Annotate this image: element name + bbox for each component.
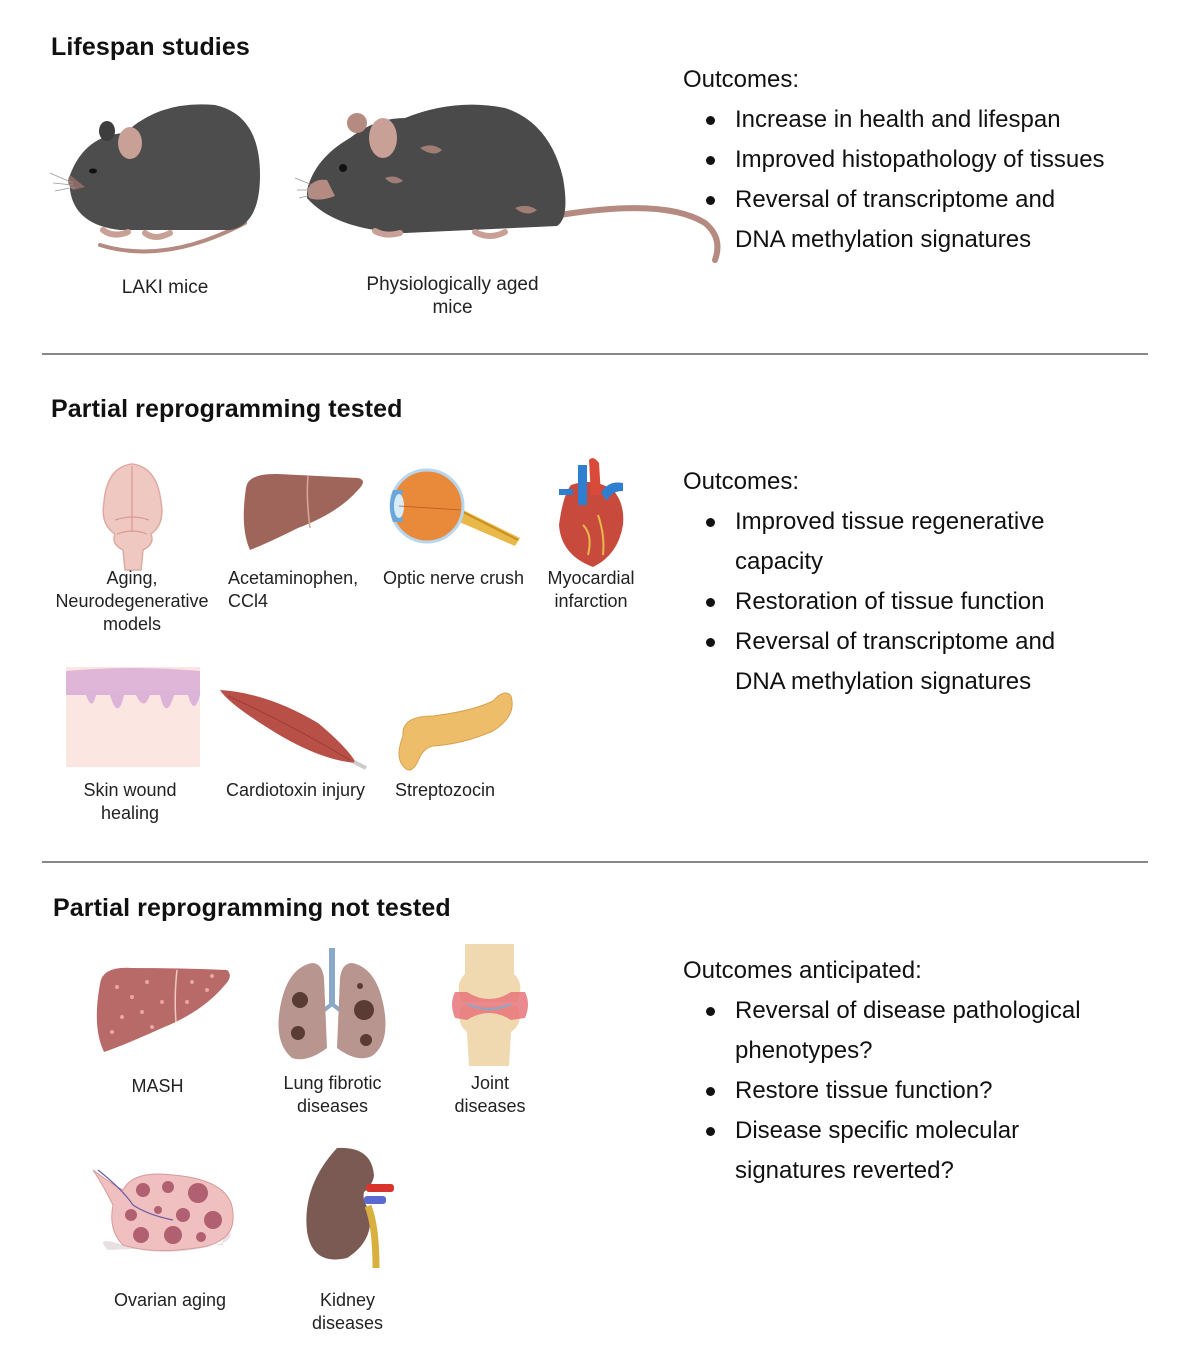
aged-mouse-icon — [294, 104, 721, 263]
joint-icon — [452, 944, 528, 1066]
fatty-liver-icon — [96, 967, 230, 1052]
bullet-icon — [706, 196, 715, 205]
lungs-icon — [278, 948, 386, 1060]
outcomes-title: Outcomes anticipated: — [683, 957, 922, 984]
outcome-item: Reversal of disease pathological phenoty… — [683, 991, 1183, 1071]
heart-icon — [559, 458, 624, 567]
outcome-item: Improved histopathology of tissues — [683, 140, 1183, 180]
section-title-lifespan: Lifespan studies — [51, 33, 250, 61]
section-divider — [42, 353, 1148, 355]
item-label-cardiotoxin-injury: Cardiotoxin injury — [225, 780, 366, 800]
bullet-icon — [706, 1007, 715, 1016]
liver-icon — [243, 473, 363, 550]
item-label-acetaminophen: Acetaminophen, CCl4 — [228, 568, 359, 611]
bullet-icon — [706, 638, 715, 647]
section-divider — [42, 861, 1148, 863]
item-label-joint-diseases: Joint diseases — [454, 1073, 526, 1116]
bullet-icon — [706, 156, 715, 165]
muscle-icon — [220, 690, 367, 770]
item-label-skin-wound-healing: Skin wound healing — [83, 780, 177, 823]
young-mouse-icon — [49, 104, 260, 254]
pancreas-icon — [398, 692, 513, 771]
outcomes-title: Outcomes: — [683, 468, 800, 495]
section-title-not-tested: Partial reprogramming not tested — [53, 894, 451, 922]
item-label-optic-nerve-crush: Optic nerve crush — [382, 568, 525, 588]
item-label-aged-mice: Physiologically aged mice — [366, 274, 539, 318]
bullet-icon — [706, 1087, 715, 1096]
item-label-ovarian-aging: Ovarian aging — [113, 1290, 227, 1310]
section-title-tested: Partial reprogramming tested — [51, 395, 403, 423]
outcome-item: Reversal of transcriptome and DNA methyl… — [683, 622, 1183, 702]
bullet-icon — [706, 116, 715, 125]
outcome-item: Restore tissue function? — [683, 1071, 1183, 1111]
item-label-streptozocin: Streptozocin — [394, 780, 496, 800]
brain-icon — [102, 463, 163, 571]
eye-icon — [389, 468, 520, 546]
item-label-lung-fibrotic: Lung fibrotic diseases — [283, 1073, 382, 1116]
item-label-aging-neurodegenerative: Aging, Neurodegenerative models — [55, 568, 209, 634]
outcomes-panel-tested: Outcomes: Improved tissue regenerative c… — [683, 466, 1183, 702]
item-label-myocardial-infarction: Myocardial infarction — [547, 568, 635, 611]
ovary-icon — [92, 1169, 234, 1253]
outcome-item: Reversal of transcriptome and DNA methyl… — [683, 180, 1183, 260]
outcomes-panel-not-tested: Outcomes anticipated: Reversal of diseas… — [683, 955, 1183, 1191]
outcome-item: Restoration of tissue function — [683, 582, 1183, 622]
outcome-item: Increase in health and lifespan — [683, 100, 1183, 140]
outcome-item: Improved tissue regenerative capacity — [683, 502, 1183, 582]
kidney-icon — [306, 1147, 394, 1269]
outcome-item: Disease specific molecular signatures re… — [683, 1111, 1183, 1191]
item-label-laki-mice: LAKI mice — [121, 277, 209, 298]
outcomes-title: Outcomes: — [683, 66, 800, 93]
item-label-mash: MASH — [131, 1076, 184, 1096]
bullet-icon — [706, 518, 715, 527]
item-label-kidney-diseases: Kidney diseases — [311, 1290, 384, 1333]
bullet-icon — [706, 598, 715, 607]
skin-icon — [66, 667, 200, 767]
outcomes-panel-lifespan: Outcomes: Increase in health and lifespa… — [683, 64, 1183, 260]
bullet-icon — [706, 1127, 715, 1136]
